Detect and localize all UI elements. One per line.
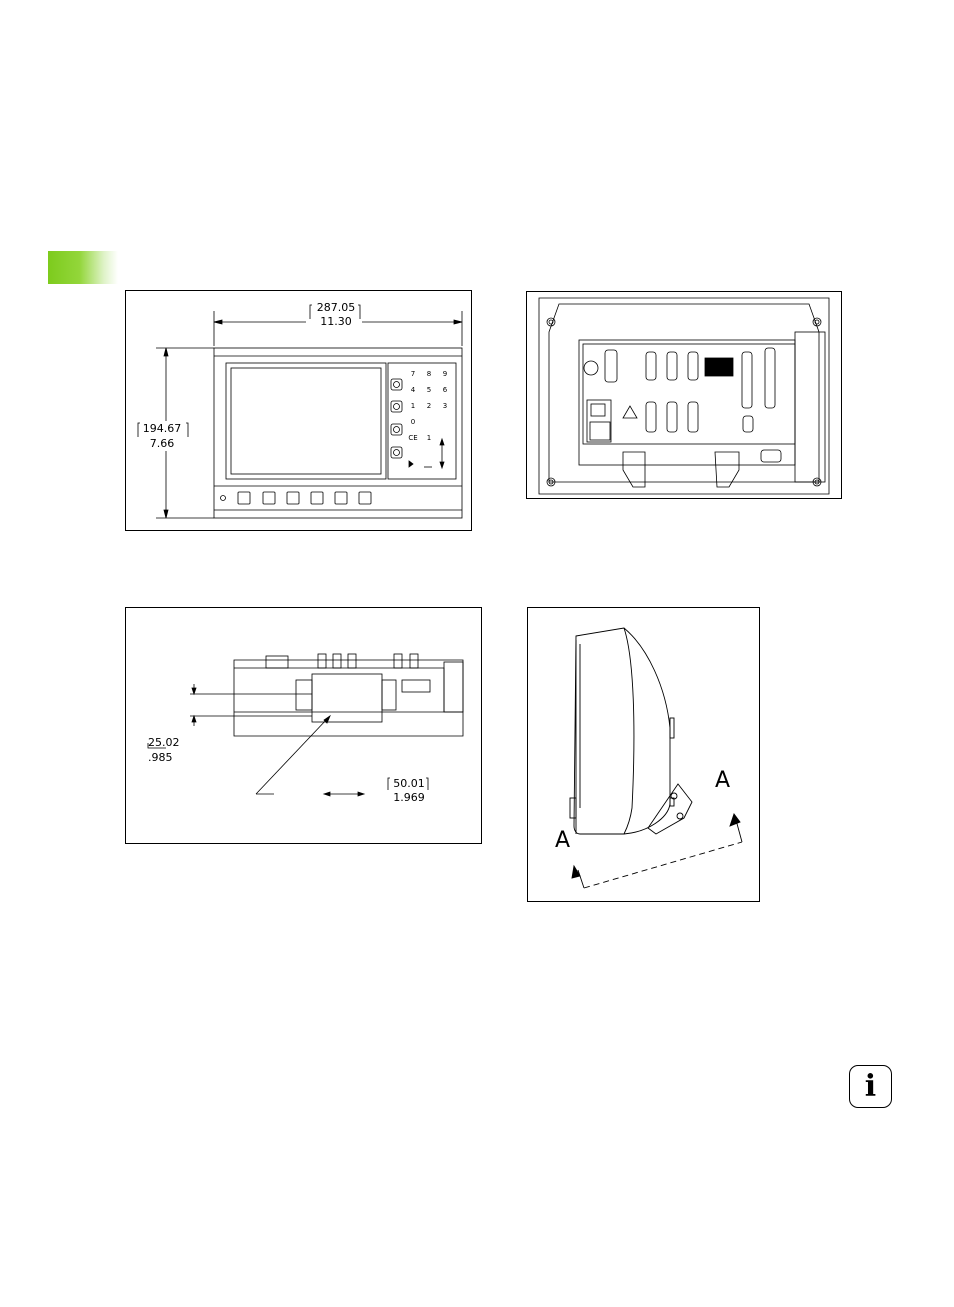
height-in-label: 7.66: [149, 437, 175, 450]
key-label: 1: [426, 434, 432, 442]
front-view-drawing: [137, 304, 463, 519]
key-label: 5: [426, 386, 432, 394]
rear-view-figure: [526, 291, 842, 499]
key-label: 4: [410, 386, 416, 394]
side-view-drawing: [569, 627, 743, 889]
front-view-figure: 287.05 11.30 194.67 7.66 7 8 9 4 5 6 1 2…: [125, 290, 472, 531]
chapter-tab-marker: [48, 251, 118, 284]
info-glyph: i: [864, 1069, 877, 1104]
key-label: CE: [408, 434, 418, 442]
bottom-view-figure: 25.02 .985 50.01 1.969: [125, 607, 482, 844]
offset-mm-label: 50.01: [393, 777, 425, 790]
depth-mm-label: 25.02: [148, 736, 180, 749]
side-view-figure: A A: [527, 607, 760, 902]
key-label: 3: [442, 402, 448, 410]
height-mm-label: 194.67: [142, 422, 182, 435]
key-label: 1: [410, 402, 416, 410]
width-mm-label: 287.05: [316, 301, 356, 314]
key-label: 2: [426, 402, 432, 410]
width-in-label: 11.30: [320, 315, 352, 328]
key-label: 7: [410, 370, 416, 378]
offset-in-label: 1.969: [393, 791, 425, 804]
key-label: 8: [426, 370, 432, 378]
rear-view-drawing: [538, 297, 830, 495]
info-icon: i: [849, 1065, 892, 1108]
key-label: 6: [442, 386, 448, 394]
bottom-view-drawing: [147, 653, 464, 797]
key-label: 0: [410, 418, 416, 426]
section-label-left: A: [555, 828, 571, 853]
section-label-right: A: [715, 768, 731, 793]
depth-in-label: .985: [148, 751, 173, 764]
key-label: 9: [442, 370, 448, 378]
